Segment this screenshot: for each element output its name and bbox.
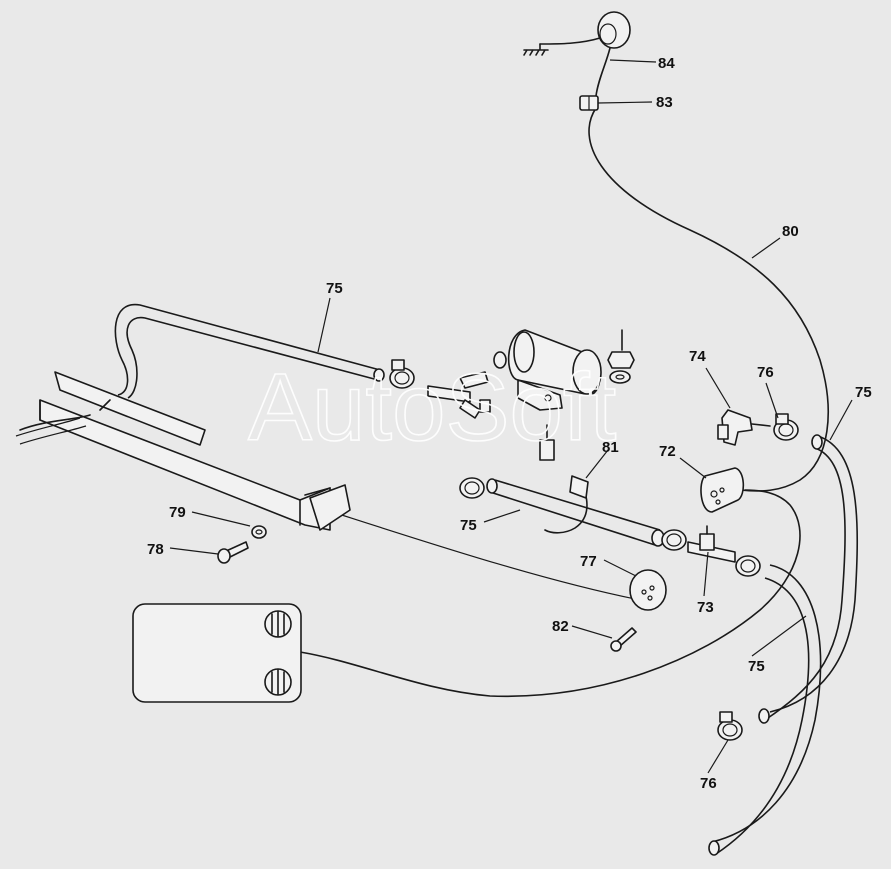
- ground-wire: [539, 37, 601, 45]
- hose-clamp-middle-left: [459, 477, 485, 499]
- washer-motor: [493, 329, 602, 411]
- label-78: 78: [147, 541, 164, 558]
- t-connector: [427, 371, 491, 419]
- hose-clamp-upper: [389, 359, 415, 389]
- label-72: 72: [659, 443, 676, 460]
- label-76-lower: 76: [700, 775, 717, 792]
- control-box: [132, 603, 302, 703]
- watermark: AutoSoft: [248, 354, 616, 461]
- label-73: 73: [697, 599, 714, 616]
- wire-80: [588, 107, 829, 492]
- hose-75-lower: [708, 564, 822, 856]
- label-84: 84: [658, 55, 675, 72]
- label-76-upper: 76: [757, 364, 774, 381]
- label-75-middle: 75: [460, 517, 477, 534]
- label-80: 80: [782, 223, 799, 240]
- label-75-lower: 75: [748, 658, 765, 675]
- label-81: 81: [602, 439, 619, 456]
- ground-symbol: [523, 43, 549, 56]
- label-83: 83: [656, 94, 673, 111]
- washer-79: [251, 525, 267, 539]
- washer-level-switch: [597, 11, 631, 49]
- label-77: 77: [580, 553, 597, 570]
- hose-75-upper: [114, 303, 385, 399]
- elbow-74: [717, 409, 771, 446]
- label-75-upper: 75: [326, 280, 343, 297]
- sleeve-81: [569, 475, 589, 499]
- pump-bolt: [539, 424, 555, 461]
- connector-83: [579, 95, 599, 111]
- nut-and-washer: [607, 329, 635, 384]
- wire-84: [595, 47, 611, 97]
- hose-clamp-76-lower: [717, 711, 743, 741]
- hose-clamp-lower-right: [735, 555, 761, 577]
- label-75-right: 75: [855, 384, 872, 401]
- label-74: 74: [689, 348, 706, 365]
- hose-clamp-middle-right: [661, 529, 687, 551]
- leader-lines: [169, 59, 853, 774]
- control-wire: [299, 489, 801, 698]
- reservoir-channel: [15, 371, 351, 531]
- long-wire: [319, 507, 641, 601]
- screw-82: [610, 627, 637, 652]
- hose-75-right: [758, 434, 858, 724]
- pump-72: [700, 467, 745, 513]
- hose-clamp-76-upper: [773, 413, 799, 441]
- screw-78: [217, 541, 249, 564]
- label-79: 79: [169, 504, 186, 521]
- label-82: 82: [552, 618, 569, 635]
- t-fitting-73: [687, 525, 736, 563]
- nozzle-77: [629, 569, 667, 611]
